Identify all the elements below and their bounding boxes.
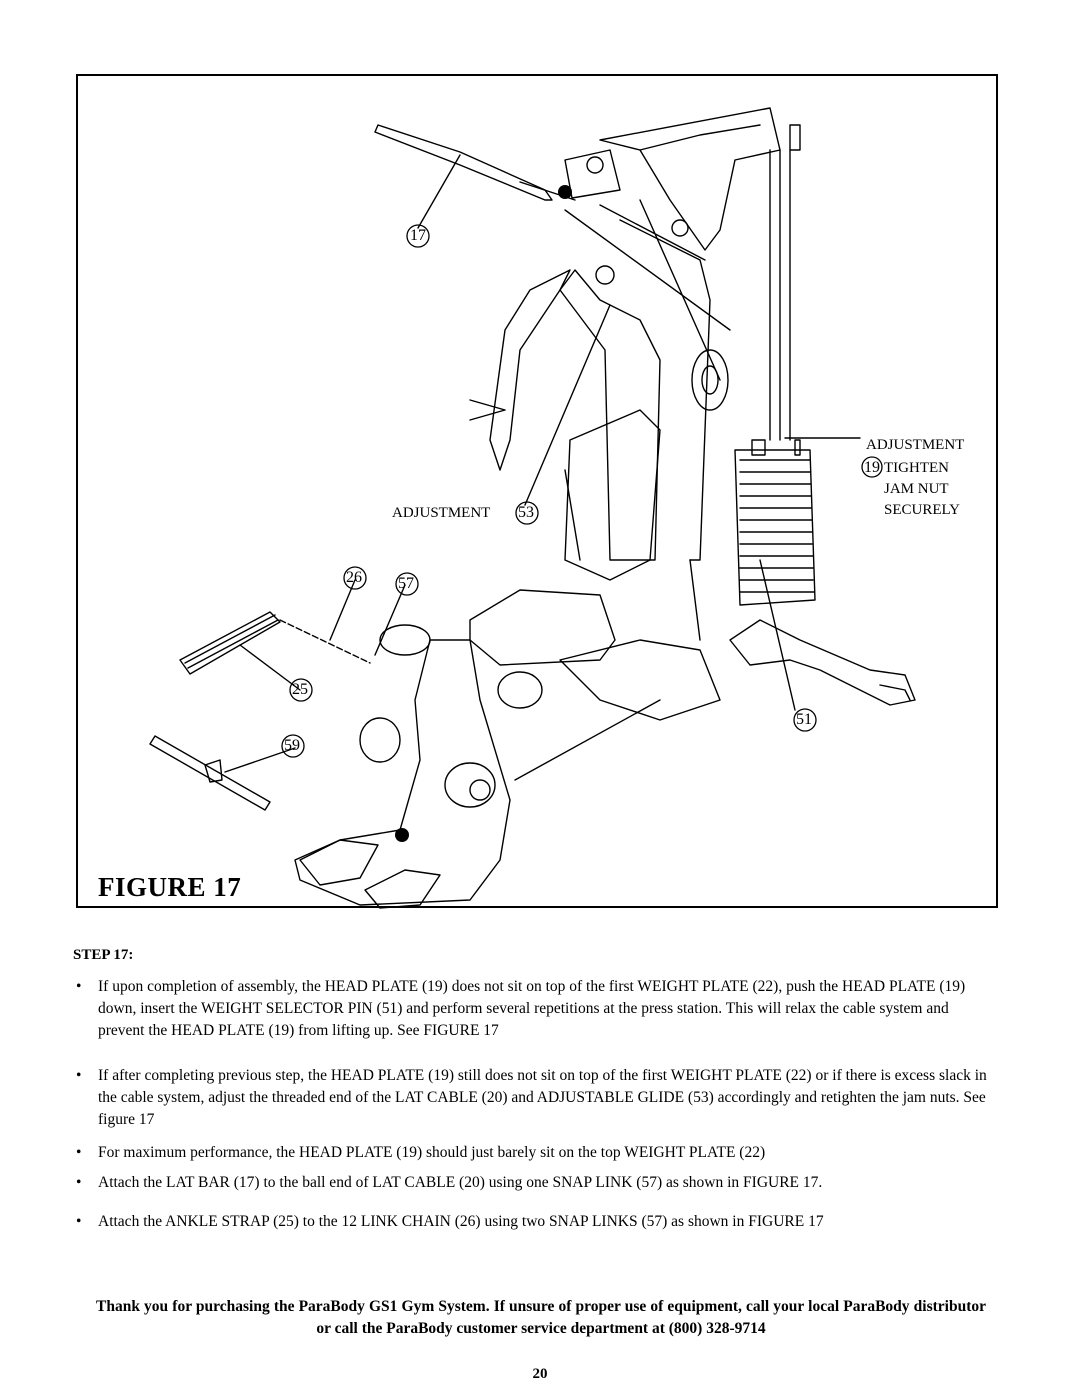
- handle-art: [149, 735, 271, 811]
- bullet-text: If upon completion of assembly, the HEAD…: [98, 978, 966, 1039]
- figure-frame: [76, 74, 998, 908]
- callout-head-plate-line-4: SECURELY: [884, 502, 961, 518]
- lat-bar: [374, 124, 553, 201]
- callout-lat-bar: 17: [410, 227, 426, 244]
- bullet-mark: •: [76, 1144, 82, 1161]
- bullet-mark: •: [76, 1213, 82, 1230]
- figure-title: FIGURE 17: [98, 872, 242, 902]
- bullet-mark: •: [76, 1174, 82, 1191]
- bullet-text: If after completing previous step, the H…: [98, 1067, 987, 1128]
- callout-head-plate-line-1: ADJUSTMENT: [866, 437, 965, 453]
- bullet-text: Attach the ANKLE STRAP (25) to the 12 LI…: [98, 1213, 824, 1230]
- foot-plate-right: [364, 869, 441, 909]
- foot-plate-left: [299, 839, 379, 886]
- bullet-mark: •: [76, 978, 82, 995]
- cables: [514, 199, 731, 781]
- bullet-text: Attach the LAT BAR (17) to the ball end …: [98, 1174, 823, 1191]
- ankle-strap-art: [179, 611, 371, 675]
- page-number: 20: [532, 1366, 548, 1382]
- callout-head-plate-num: 19: [864, 459, 880, 476]
- callout-adjustment-label: ADJUSTMENT: [392, 505, 491, 521]
- callout-head-plate-line-3: JAM NUT: [884, 481, 949, 497]
- callout-head-plate-line-2: TIGHTEN: [884, 460, 949, 476]
- leader-lines: [224, 154, 861, 773]
- callout-adjustment-num: 53: [518, 504, 534, 521]
- seat: [469, 589, 616, 666]
- press-arm: [489, 269, 571, 471]
- callout-selector-pin: 51: [796, 711, 812, 728]
- backrest: [564, 409, 661, 581]
- bullet-mark: •: [76, 1067, 82, 1084]
- leg-extension: [294, 639, 511, 906]
- callout-handle: 59: [284, 737, 300, 754]
- callout-snap-link: 57: [398, 575, 414, 592]
- bullet-text: For maximum performance, the HEAD PLATE …: [98, 1144, 766, 1161]
- callout-ankle-strap: 25: [292, 681, 308, 698]
- callout-chain: 26: [346, 569, 362, 586]
- weight-stack: [734, 439, 816, 606]
- main-column: [559, 269, 661, 561]
- guide-rods: [769, 149, 791, 441]
- base-frame: [559, 639, 721, 721]
- closing-note: Thank you for purchasing the ParaBody GS…: [96, 1298, 986, 1337]
- step-title: STEP 17:: [73, 947, 134, 963]
- top-frame: [599, 107, 781, 251]
